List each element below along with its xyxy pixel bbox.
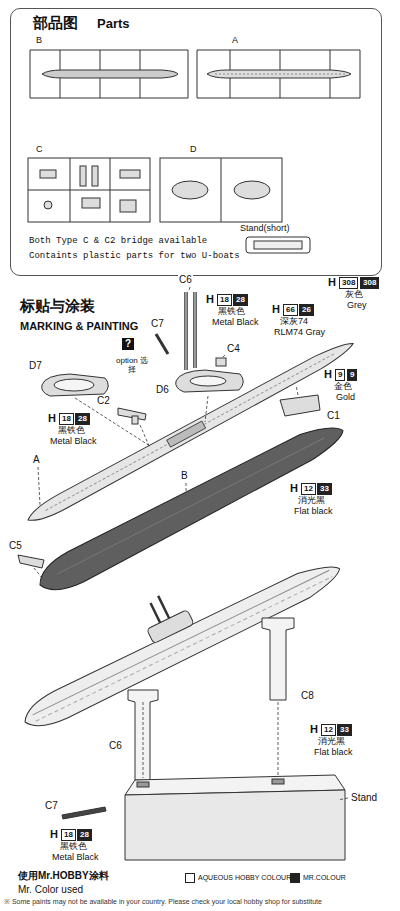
part-callout: C1 xyxy=(326,410,341,421)
panel-title: 部品图 xyxy=(33,15,78,32)
paint-name: Grey xyxy=(347,301,367,311)
part-callout: C4 xyxy=(226,343,241,354)
assembled-uboat xyxy=(1,519,346,735)
paint-name: 消光黑 xyxy=(318,737,345,747)
part-callout: C6 xyxy=(178,274,193,285)
paint-name: 消光黑 xyxy=(298,496,325,506)
section-title: 标贴与涂装 xyxy=(20,298,95,315)
part-callout: Stand xyxy=(350,792,378,803)
paint-code: 18 xyxy=(61,829,76,841)
paint-code: 12 xyxy=(301,483,316,495)
panel-note: Containts plastic parts for two U-boats xyxy=(29,252,240,262)
panel-title: Parts xyxy=(97,17,130,31)
paint-name: 黑铁色 xyxy=(60,842,87,852)
paint-name: Gold xyxy=(336,393,355,403)
paint-code: 33 xyxy=(337,724,352,736)
paint-name: 黑铁色 xyxy=(58,426,85,436)
paint-name: 灰色 xyxy=(345,290,363,300)
footnote: ※ Some paints may not be available in yo… xyxy=(4,898,396,906)
part-callout: C7 xyxy=(150,318,165,329)
paint-name: Metal Black xyxy=(212,318,259,328)
legend-text: AQUEOUS HOBBY COLOUR xyxy=(198,874,291,882)
paint-name: 黑铁色 xyxy=(218,307,245,317)
paint-code: 26 xyxy=(299,304,314,316)
paint-code: 28 xyxy=(233,294,248,306)
paint-name: Metal Black xyxy=(50,437,97,447)
paint-code: 12 xyxy=(321,724,336,736)
part-callout: D6 xyxy=(155,384,170,395)
part-callout: C7 xyxy=(44,800,59,811)
panel-note: Both Type C & C2 bridge available xyxy=(29,237,207,247)
paint-brand: H xyxy=(48,412,56,424)
part-callout: C5 xyxy=(8,540,23,551)
part-callout: C6 xyxy=(108,740,123,751)
paint-brand: H xyxy=(206,293,214,305)
paint-name: 金色 xyxy=(334,382,352,392)
paint-brand: H xyxy=(328,276,336,288)
legend-swatch xyxy=(185,873,195,883)
paint-code: 9 xyxy=(347,369,357,381)
sprue-letter: B xyxy=(36,36,42,46)
section-title: MARKING & PAINTING xyxy=(20,320,138,332)
paint-code: 308 xyxy=(339,277,358,289)
paint-name: Flat black xyxy=(294,507,333,517)
option-icon: ? xyxy=(122,338,134,350)
option-note: option 选择 xyxy=(114,357,150,375)
paint-brand: H xyxy=(50,828,58,840)
paint-code: 18 xyxy=(59,413,74,425)
part-callout: C8 xyxy=(300,690,315,701)
paint-brand: H xyxy=(310,723,318,735)
paint-name: RLM74 Gray xyxy=(274,328,325,338)
paint-code: 18 xyxy=(217,294,232,306)
paint-code: 28 xyxy=(77,829,92,841)
paint-code: 308 xyxy=(360,277,379,289)
part-callout: A xyxy=(32,454,41,465)
part-callout: C2 xyxy=(96,395,111,406)
paint-name: 深灰74 xyxy=(280,317,308,327)
part-callout: D7 xyxy=(28,360,43,371)
parts-panel: 部品图 PartsBoth Type C & C2 bridge availabl… xyxy=(10,8,382,276)
paint-code: 33 xyxy=(317,483,332,495)
legend-swatch xyxy=(290,873,300,883)
leader-lines xyxy=(34,287,348,800)
paint-name: Flat black xyxy=(314,748,353,758)
paint-brand: H xyxy=(324,368,332,380)
paint-brand: H xyxy=(290,482,298,494)
paint-code: 66 xyxy=(283,304,298,316)
paint-note: Mr. Color used xyxy=(18,884,83,895)
paint-note: 使用Mr.HOBBY涂料 xyxy=(18,870,109,881)
part-callout: B xyxy=(180,470,189,481)
paint-name: Metal Black xyxy=(52,853,99,863)
sprue-letter: D xyxy=(190,145,197,155)
small-parts xyxy=(18,292,320,819)
sprue-letter: C xyxy=(36,145,43,155)
legend-text: MR.COLOUR xyxy=(303,874,346,882)
sprue-letter: A xyxy=(232,36,238,46)
paint-code: 28 xyxy=(75,413,90,425)
sprues xyxy=(28,50,360,253)
paint-code: 9 xyxy=(335,369,345,381)
display-stand xyxy=(125,618,345,860)
paint-brand: H xyxy=(272,303,280,315)
sprue-letter: Stand(short) xyxy=(240,224,290,234)
